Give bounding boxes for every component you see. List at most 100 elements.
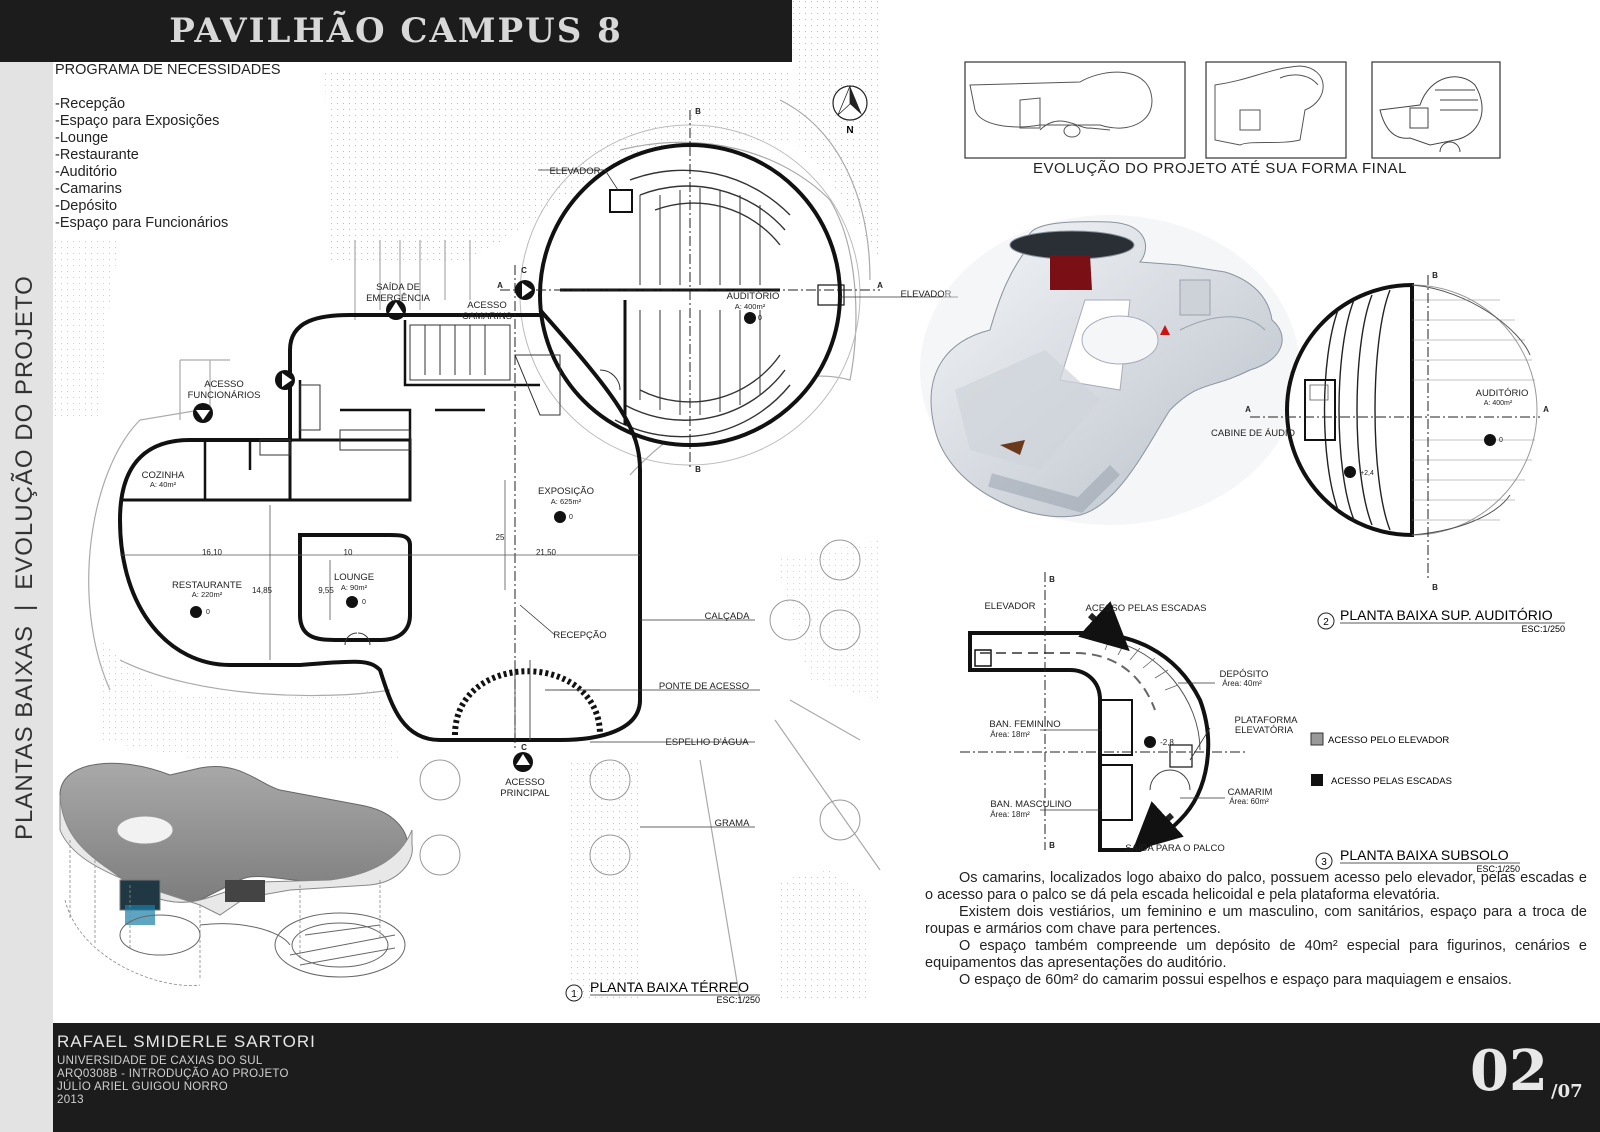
basement-acesso-escadas: ACESSO PELAS ESCADAS — [1086, 603, 1207, 614]
upper-auditorium-plan — [1250, 275, 1540, 580]
program-item: -Auditório — [55, 164, 118, 180]
room-restaurante: RESTAURANTE — [172, 580, 242, 591]
basement-camarim-area: Área: 60m² — [1229, 797, 1269, 806]
upper-mark-b-top: B — [1432, 271, 1438, 280]
label-elevador-top: ELEVADOR — [549, 166, 600, 177]
north-label: N — [846, 125, 853, 136]
level-lounge: 0 — [362, 599, 366, 606]
label-acesso-camarins-2: CAMARINS — [462, 311, 512, 322]
sketch-1 — [964, 61, 1186, 159]
evolution-sketches — [964, 61, 1501, 159]
plan-title-1-num: 1 — [571, 989, 577, 1000]
room-lounge: LOUNGE — [334, 572, 374, 583]
isometric-model — [59, 762, 413, 986]
section-mark-a-right: A — [877, 281, 883, 290]
legend: ACESSO PELO ELEVADOR ACESSO PELAS ESCADA… — [1310, 732, 1452, 787]
basement-mark-b-bottom: B — [1049, 841, 1055, 850]
side-strip — [0, 62, 53, 1132]
site-trees — [419, 539, 861, 876]
sketch-2 — [1205, 61, 1347, 159]
upper-auditorio: AUDITÓRIO — [1476, 388, 1529, 399]
plan-title-3-num: 3 — [1321, 857, 1327, 868]
description: Os camarins, localizados logo abaixo do … — [925, 870, 1587, 989]
label-elevador-right: ELEVADOR — [900, 289, 951, 300]
program-item: -Depósito — [55, 198, 118, 214]
basement-deposito: DEPÓSITO — [1220, 669, 1269, 680]
label-saida-1: SAÍDA DE — [376, 282, 420, 293]
upper-plan-labels: AUDITÓRIO A: 400m² CABINE DE ÁUDIO 0 +2,… — [1211, 271, 1549, 592]
author-name: RAFAEL SMIDERLE SARTORI — [57, 1032, 316, 1051]
plan-title-3: 3 PLANTA BAIXA SUBSOLO ESC:1/250 — [1315, 847, 1520, 874]
room-exposicao: EXPOSIÇÃO — [538, 486, 594, 497]
site-texture — [55, 0, 880, 1000]
sketch-3 — [1371, 61, 1501, 159]
label-acesso-func-2: FUNCIONÁRIOS — [188, 390, 261, 401]
basement-deposito-area: Área: 40m² — [1222, 679, 1262, 688]
plan-title-3-scale: ESC:1/250 — [1476, 864, 1520, 874]
section-mark-c-top: C — [521, 266, 527, 275]
footer-university: UNIVERSIDADE DE CAXIAS DO SUL — [57, 1055, 263, 1067]
description-paragraph: Existem dois vestiários, um feminino e u… — [925, 904, 1587, 937]
room-lounge-area: A: 90m² — [341, 583, 368, 592]
dim-d2: 10 — [344, 548, 353, 557]
basement-mark-b-top: B — [1049, 575, 1055, 584]
dim-d6: 9,55 — [318, 586, 334, 595]
section-mark-a-left: A — [497, 281, 503, 290]
description-paragraph: O espaço de 60m² do camarim possui espel… — [959, 972, 1512, 988]
plan-title-3-text: PLANTA BAIXA SUBSOLO — [1340, 847, 1509, 863]
plan-title-2-text: PLANTA BAIXA SUP. AUDITÓRIO — [1340, 607, 1553, 623]
dim-d1: 16,10 — [202, 548, 223, 557]
section-mark-b-top: B — [695, 107, 701, 116]
plan-title-2-num: 2 — [1323, 617, 1329, 628]
legend-item-stairs: ACESSO PELAS ESCADAS — [1331, 776, 1452, 787]
plan-title-1-scale: ESC:1/250 — [716, 995, 760, 1005]
label-acesso-camarins-1: ACESSO — [467, 300, 507, 311]
plan-title-2: 2 PLANTA BAIXA SUP. AUDITÓRIO ESC:1/250 — [1317, 607, 1565, 634]
room-cozinha: COZINHA — [142, 470, 185, 481]
basement-ban-fem: BAN. FEMININO — [989, 719, 1060, 730]
evolution-caption: EVOLUÇÃO DO PROJETO ATÉ SUA FORMA FINAL — [1032, 160, 1408, 177]
basement-plataforma-1: PLATAFORMA — [1235, 715, 1299, 726]
basement-camarim: CAMARIM — [1228, 787, 1273, 798]
room-exposicao-area: A: 625m² — [551, 497, 582, 506]
room-restaurante-area: A: 220m² — [192, 590, 223, 599]
footer-bar — [53, 1023, 1600, 1132]
plan-title-2-scale: ESC:1/250 — [1521, 624, 1565, 634]
legend-item-elevator: ACESSO PELO ELEVADOR — [1328, 735, 1449, 746]
section-mark-b-bottom: B — [695, 465, 701, 474]
upper-mark-a-left: A — [1245, 405, 1251, 414]
ground-plan-labels: AUDITÓRIO A: 400m² EXPOSIÇÃO A: 625m² CO… — [142, 107, 952, 829]
basement-ban-fem-area: Área: 18m² — [990, 730, 1030, 739]
upper-level-up: +2,4 — [1360, 470, 1374, 477]
label-espelho: ESPELHO D'ÁGUA — [665, 737, 749, 748]
upper-auditorio-area: A: 400m² — [1484, 400, 1513, 407]
footer-course: ARQ0308B - INTRODUÇÃO AO PROJETO — [57, 1068, 289, 1080]
program-list: PROGRAMA DE NECESSIDADES -Recepção -Espa… — [55, 62, 355, 232]
program-heading: PROGRAMA DE NECESSIDADES — [55, 62, 281, 78]
basement-plataforma-2: ELEVATÓRIA — [1235, 725, 1294, 736]
section-mark-c-bottom: C — [521, 743, 527, 752]
level-markers — [190, 312, 756, 618]
dim-d4: 25 — [496, 533, 505, 542]
ground-floor-plan — [117, 110, 958, 828]
basement-elevador: ELEVADOR — [984, 601, 1035, 612]
program-item: -Espaço para Funcionários — [55, 215, 229, 231]
level-exposicao: 0 — [569, 514, 573, 521]
room-auditorio: AUDITÓRIO — [727, 291, 780, 302]
legend-swatch-elevator — [1310, 732, 1324, 746]
basement-level: -2,8 — [1160, 738, 1174, 747]
page-title: PAVILHÃO CAMPUS 8 — [169, 11, 623, 51]
basement-labels: ELEVADOR ACESSO PELAS ESCADAS DEPÓSITO Á… — [984, 575, 1298, 854]
title-bar — [0, 0, 792, 62]
upper-level-zero: 0 — [1499, 437, 1503, 444]
label-calcada: CALÇADA — [705, 611, 751, 622]
dim-d5: 14,85 — [252, 586, 273, 595]
program-item: -Camarins — [55, 181, 122, 197]
3d-render — [920, 215, 1300, 525]
page-total: /07 — [1551, 1081, 1583, 1102]
auditorium-seating — [639, 188, 761, 415]
north-arrow: N — [832, 85, 868, 136]
label-grama: GRAMA — [715, 818, 751, 829]
basement-saida-palco: SAÍDA PARA O PALCO — [1125, 843, 1224, 854]
